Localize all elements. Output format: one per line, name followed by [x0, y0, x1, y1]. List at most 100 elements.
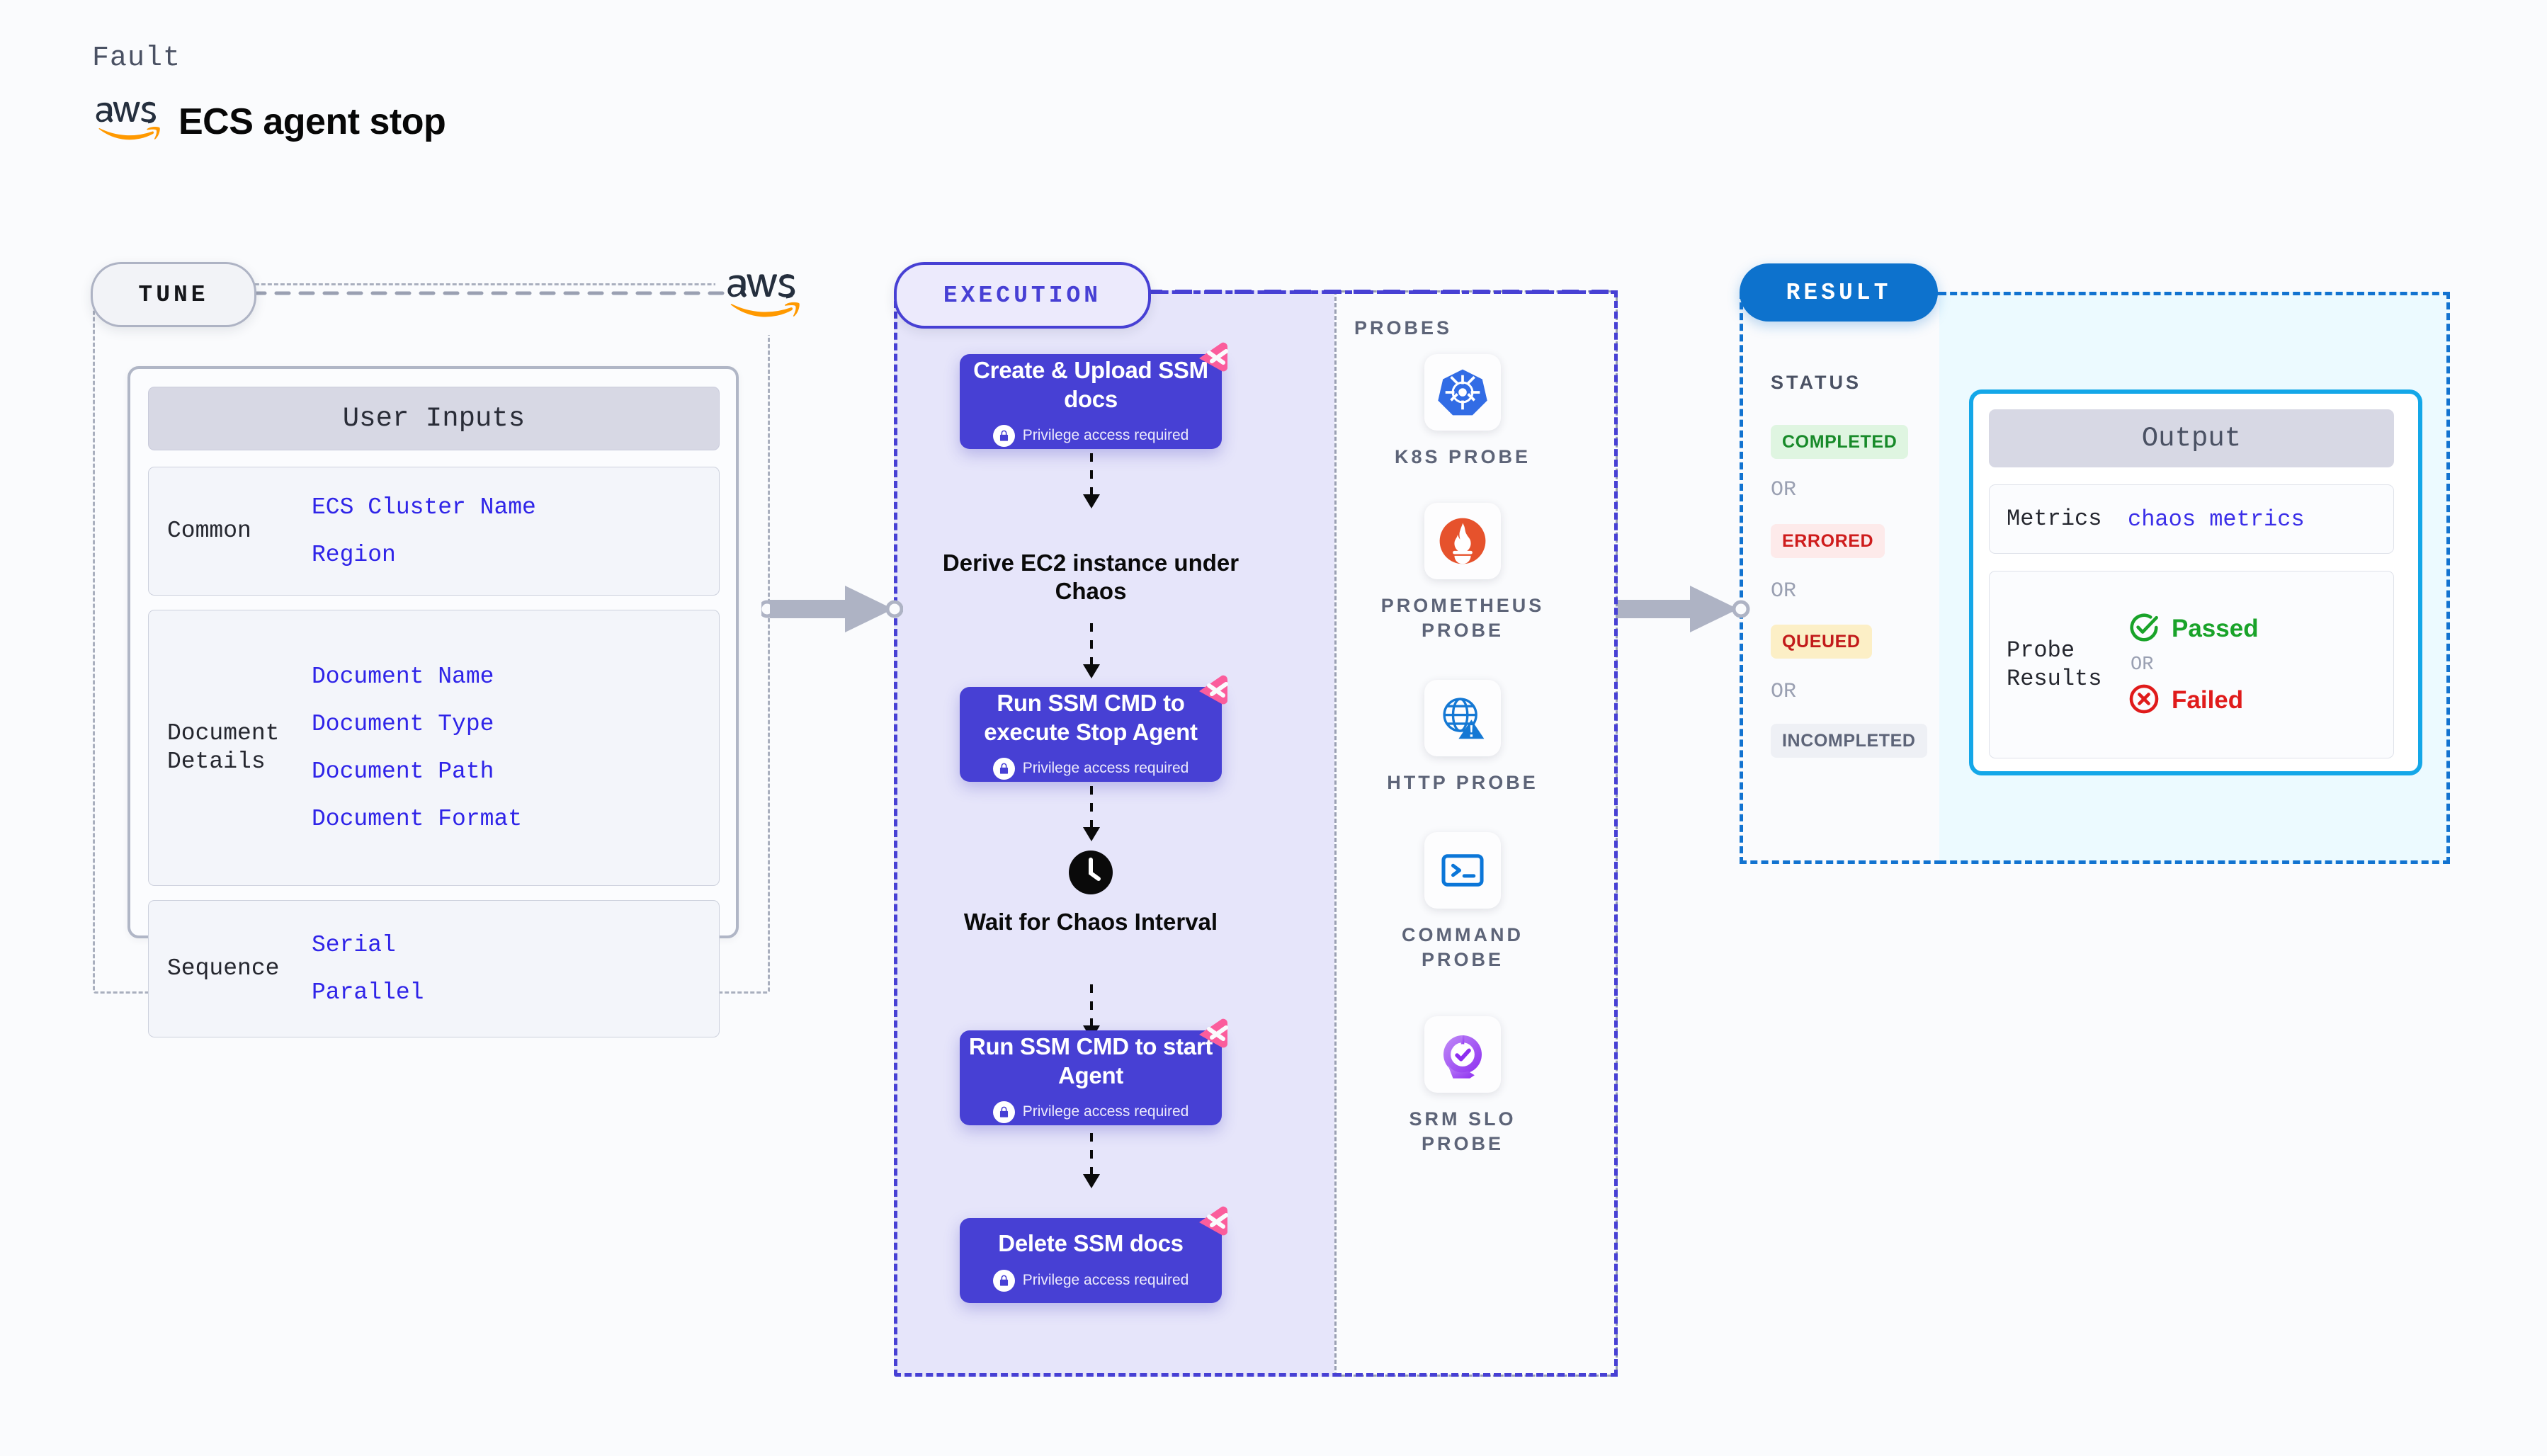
tune-dashed-connector	[252, 291, 729, 295]
output-title: Output	[1989, 409, 2394, 467]
page-header: Fault ECS agent stop	[92, 42, 446, 144]
privilege-text: Privilege access required	[1022, 1103, 1189, 1120]
or-divider: OR	[1771, 680, 1797, 704]
flow-node-delete-ssm-docs[interactable]: Delete SSM docs Privilege access require…	[960, 1206, 1228, 1303]
input-value[interactable]: Parallel	[312, 979, 424, 1006]
input-value[interactable]: Serial	[312, 932, 396, 958]
flow-node-title: Create & Upload SSM docs	[973, 357, 1208, 412]
flow-arrowhead	[1083, 494, 1100, 508]
lock-icon	[992, 1100, 1015, 1123]
probe-result-passed: Passed	[2128, 611, 2259, 647]
privilege-note: Privilege access required	[992, 424, 1189, 447]
status-badge-label: INCOMPLETED	[1782, 730, 1916, 751]
input-group-label: Common	[167, 517, 251, 544]
flow-node-run-ssm-start-agent[interactable]: Run SSM CMD to start Agent Privilege acc…	[960, 1018, 1228, 1125]
lock-icon	[992, 424, 1015, 447]
probe-prometheus[interactable]: PROMETHEUS PROBE	[1371, 503, 1555, 643]
flow-node-run-ssm-stop-agent[interactable]: Run SSM CMD to execute Stop Agent Privil…	[960, 675, 1228, 782]
input-group-label: Sequence	[167, 955, 280, 982]
input-group-label: Document Details	[167, 720, 280, 775]
flow-node-derive-ec2: Derive EC2 instance under Chaos	[931, 549, 1250, 606]
status-badge-label: COMPLETED	[1782, 431, 1898, 452]
flow-connector	[1090, 984, 1093, 1028]
flow-arrowhead	[1083, 827, 1100, 841]
execution-dashed-connector	[1145, 290, 1618, 294]
flow-connector	[1090, 623, 1093, 667]
aws-logo-icon	[92, 100, 160, 144]
page-title: ECS agent stop	[178, 101, 446, 142]
chaos-badge-icon	[1199, 675, 1228, 705]
srm-slo-icon	[1424, 1016, 1501, 1093]
probes-label: PROBES	[1354, 317, 1453, 339]
privilege-text: Privilege access required	[1022, 427, 1189, 444]
status-badge-label: ERRORED	[1782, 530, 1874, 551]
flow-node-title: Delete SSM docs	[998, 1230, 1184, 1257]
flow-node-title: Run SSM CMD to start Agent	[968, 1033, 1213, 1088]
result-stage-badge[interactable]: RESULT	[1740, 263, 1938, 322]
or-divider: OR	[1771, 478, 1797, 502]
flow-arrowhead	[1083, 664, 1100, 678]
lock-icon	[992, 1269, 1015, 1292]
output-title-text: Output	[2141, 423, 2242, 454]
input-value[interactable]: Document Name	[312, 664, 494, 690]
tune-badge-label: TUNE	[138, 281, 209, 308]
flow-connector	[1090, 453, 1093, 497]
status-badge-errored[interactable]: ERRORED	[1771, 524, 1885, 558]
chaos-badge-icon	[1199, 1206, 1228, 1236]
flow-node-title: Derive EC2 instance under Chaos	[942, 550, 1240, 605]
check-circle-icon	[2128, 611, 2160, 647]
privilege-text: Privilege access required	[1022, 1272, 1189, 1289]
flow-connector	[1090, 786, 1093, 830]
status-badge-incompleted[interactable]: INCOMPLETED	[1771, 724, 1927, 758]
user-inputs-title-text: User Inputs	[342, 403, 526, 434]
input-value[interactable]: Region	[312, 542, 396, 568]
probe-result-failed: Failed	[2128, 683, 2259, 719]
privilege-text: Privilege access required	[1022, 760, 1189, 777]
output-row-probe-results: Probe Results Passed OR	[1989, 571, 2394, 758]
flow-node-create-upload-ssm[interactable]: Create & Upload SSM docs Privilege acces…	[960, 342, 1228, 449]
input-group-common: Common ECS Cluster Name Region	[148, 467, 720, 596]
output-card: Output Metrics chaos metrics Probe Resul…	[1969, 389, 2422, 775]
input-value[interactable]: Document Path	[312, 758, 494, 785]
status-badge-queued[interactable]: QUEUED	[1771, 625, 1872, 659]
probe-k8s[interactable]: K8S PROBE	[1371, 354, 1555, 470]
user-inputs-card: User Inputs Common ECS Cluster Name Regi…	[127, 366, 739, 1037]
input-value[interactable]: Document Type	[312, 711, 494, 737]
input-value[interactable]: ECS Cluster Name	[312, 494, 536, 521]
input-group-values: Document Name Document Type Document Pat…	[312, 664, 522, 832]
input-group-values: ECS Cluster Name Region	[312, 494, 536, 568]
execution-stage-badge[interactable]: EXECUTION	[894, 262, 1151, 329]
title-row: ECS agent stop	[92, 100, 446, 144]
terminal-icon	[1424, 832, 1501, 909]
clock-icon	[1069, 851, 1113, 894]
privilege-note: Privilege access required	[992, 1100, 1189, 1123]
probe-label: SRM SLO PROBE	[1409, 1108, 1516, 1155]
execution-badge-label: EXECUTION	[943, 282, 1102, 309]
probe-srm-slo[interactable]: SRM SLO PROBE	[1371, 1016, 1555, 1156]
fault-kicker: Fault	[92, 42, 181, 74]
arrow-execution-to-result	[1618, 586, 1750, 632]
output-metrics-value[interactable]: chaos metrics	[2128, 506, 2305, 533]
probe-command[interactable]: COMMAND PROBE	[1371, 832, 1555, 972]
flow-node-wait-chaos-interval: Wait for Chaos Interval	[931, 908, 1250, 936]
probe-label: PROMETHEUS PROBE	[1380, 595, 1545, 642]
tune-stage-badge[interactable]: TUNE	[91, 262, 256, 327]
flow-node-title: Wait for Chaos Interval	[963, 909, 1218, 935]
input-value[interactable]: Document Format	[312, 806, 523, 832]
flow-arrowhead	[1083, 1174, 1100, 1188]
status-label: STATUS	[1771, 372, 1861, 393]
probe-http[interactable]: HTTP PROBE	[1371, 680, 1555, 795]
result-badge-label: RESULT	[1786, 279, 1892, 306]
flow-connector	[1090, 1133, 1093, 1177]
kubernetes-icon	[1424, 354, 1501, 431]
probe-label: COMMAND PROBE	[1402, 924, 1524, 971]
or-divider: OR	[1771, 579, 1797, 603]
flow-node-title: Run SSM CMD to execute Stop Agent	[984, 690, 1198, 745]
privilege-note: Privilege access required	[992, 1269, 1189, 1292]
prometheus-icon	[1424, 503, 1501, 579]
status-badge-completed[interactable]: COMPLETED	[1771, 425, 1909, 459]
input-group-values: Serial Parallel	[312, 932, 424, 1006]
chaos-badge-icon	[1199, 1018, 1228, 1048]
or-divider: OR	[2131, 654, 2154, 676]
status-badge-label: QUEUED	[1782, 631, 1861, 652]
